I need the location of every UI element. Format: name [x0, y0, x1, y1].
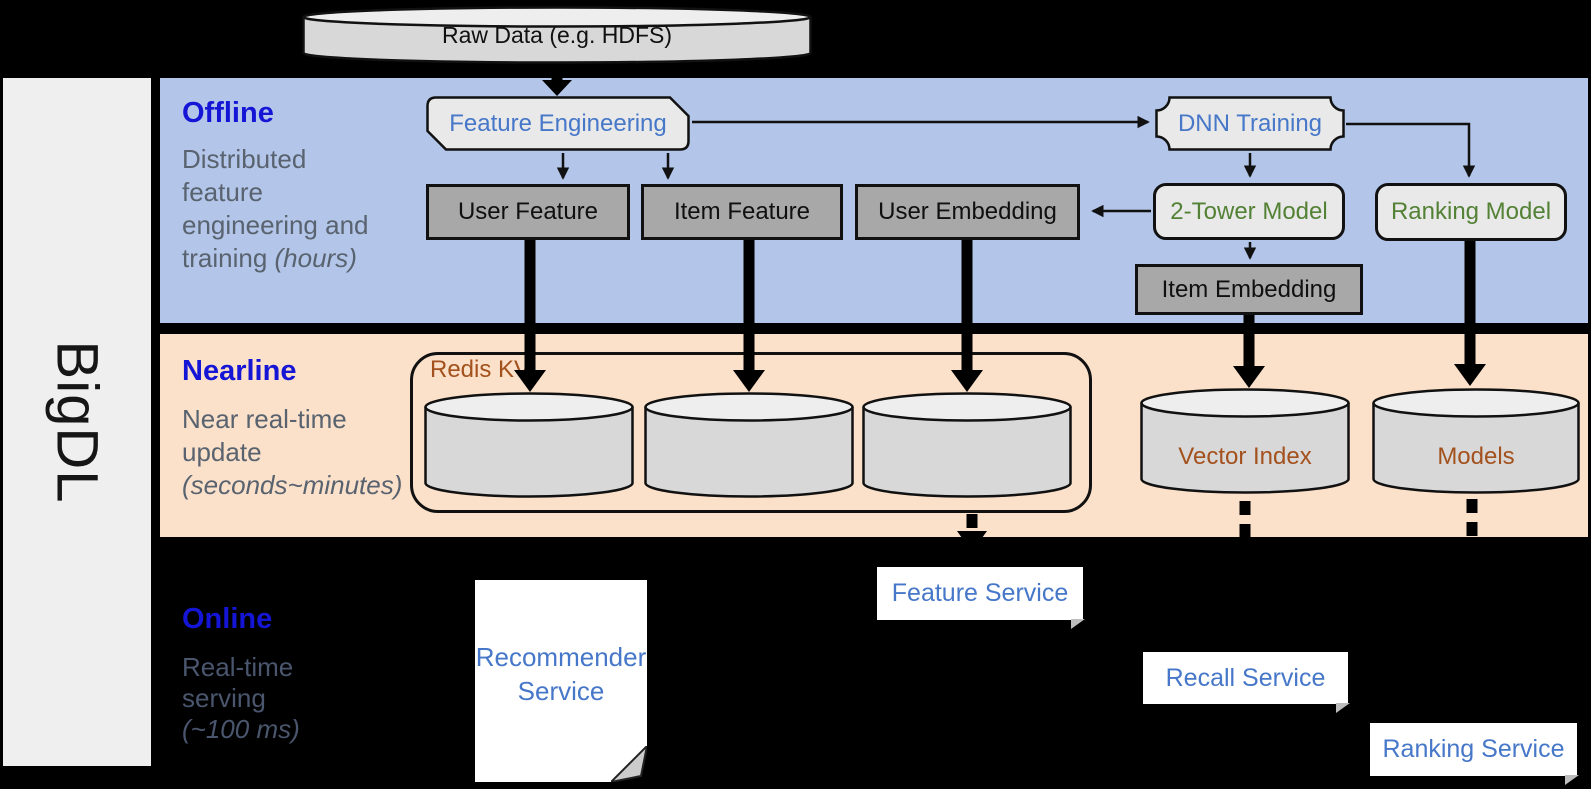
- item-feature-label: Item Feature: [673, 198, 811, 225]
- service-recall: Recall Service: [1143, 652, 1350, 713]
- models-label: Models: [1437, 443, 1515, 470]
- folded-corner-icon: [611, 746, 647, 782]
- corner-curl-icon: [1565, 775, 1579, 785]
- plaque-shape: [1155, 96, 1345, 151]
- cylinder-shape: [862, 392, 1072, 498]
- two-tower-model-label: 2-Tower Model: [1170, 197, 1328, 225]
- cylinder-shape: [302, 6, 812, 64]
- user-embedding-label: User Embedding: [878, 198, 1057, 225]
- nearline-title: Nearline: [182, 355, 297, 387]
- kv-store-cylinder-3: [862, 392, 1072, 500]
- online-section-header: Online Real-time serving (~100 ms): [182, 603, 300, 745]
- dnn-training-label: DNN Training: [1177, 109, 1323, 137]
- kv-store-cylinder-1: [424, 392, 634, 500]
- corner-curl-icon: [1071, 619, 1085, 629]
- item-embedding-label: Item Embedding: [1161, 275, 1337, 303]
- feature-service-label: Feature Service: [891, 579, 1069, 607]
- ranking-model-label: Ranking Model: [1390, 198, 1552, 225]
- feature-engineering-label: Feature Engineering: [449, 109, 667, 137]
- vector-index-label: Vector Index: [1178, 443, 1312, 470]
- node-ranking-model: Ranking Model: [1375, 183, 1567, 241]
- node-dnn-training: DNN Training: [1155, 96, 1345, 151]
- user-feature-label: User Feature: [457, 198, 599, 225]
- models-store: Models: [1372, 388, 1580, 496]
- online-description: Real-time serving (~100 ms): [182, 651, 300, 744]
- node-user-embedding: User Embedding: [855, 184, 1080, 240]
- service-feature: Feature Service: [877, 567, 1085, 629]
- nearline-description: Near real-time update (seconds~minutes): [182, 403, 403, 500]
- bigdl-sidebar: BigDL: [3, 78, 151, 766]
- recommender-service-label: Recommender Service: [475, 642, 647, 706]
- cylinder-shape: [1372, 388, 1580, 494]
- online-title: Online: [182, 603, 273, 635]
- redis-kv-label: Redis KV: [430, 356, 531, 383]
- cylinder-shape: [424, 392, 634, 498]
- raw-data-label: Raw Data (e.g. HDFS): [441, 21, 673, 48]
- node-item-embedding: Item Embedding: [1135, 264, 1363, 315]
- recall-service-label: Recall Service: [1165, 663, 1326, 692]
- raw-data-store: Raw Data (e.g. HDFS): [302, 6, 812, 64]
- cylinder-shape: [644, 392, 854, 498]
- offline-description: Distributed feature engineering and trai…: [182, 143, 369, 273]
- corner-curl-icon: [1336, 703, 1350, 713]
- offline-section-header: Offline Distributed feature engineering …: [182, 97, 369, 275]
- ranking-service-label: Ranking Service: [1382, 735, 1565, 763]
- node-item-feature: Item Feature: [641, 184, 843, 240]
- service-ranking: Ranking Service: [1370, 723, 1579, 785]
- node-two-tower-model: 2-Tower Model: [1153, 183, 1345, 240]
- vector-index-store: Vector Index: [1140, 388, 1350, 496]
- service-recommender: Recommender Service: [475, 580, 647, 782]
- node-user-feature: User Feature: [426, 184, 630, 240]
- node-feature-engineering: Feature Engineering: [426, 96, 690, 151]
- kv-store-cylinder-2: [644, 392, 854, 500]
- offline-title: Offline: [182, 97, 274, 129]
- snip-corner-shape: [426, 96, 690, 151]
- bigdl-logo-text: BigDL: [44, 340, 110, 504]
- cylinder-shape: [1140, 388, 1350, 494]
- nearline-section-header: Nearline Near real-time update (seconds~…: [182, 355, 403, 502]
